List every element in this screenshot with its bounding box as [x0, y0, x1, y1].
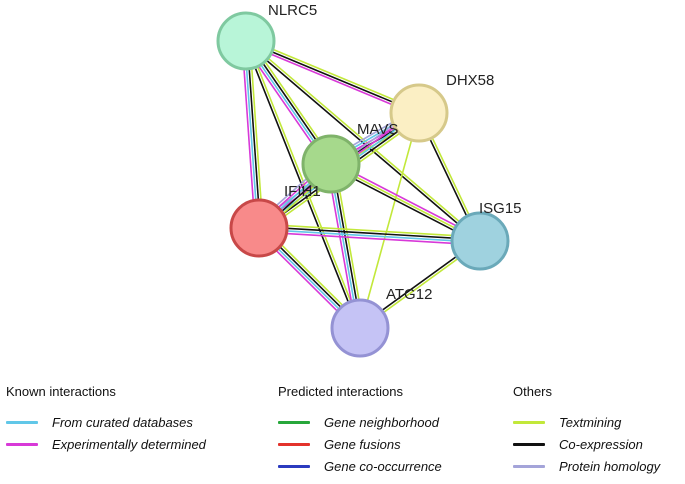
- legend-swatch-curated: [6, 420, 38, 424]
- node-isg15[interactable]: [450, 211, 510, 271]
- legend-label-experimental: Experimentally determined: [52, 436, 206, 452]
- node-label-dhx58: DHX58: [446, 72, 494, 89]
- node-ifih1[interactable]: [229, 198, 289, 258]
- legend-swatch-fusions: [278, 442, 310, 446]
- legend-swatch-experimental: [6, 442, 38, 446]
- legend-item-homology: Protein homology: [513, 455, 660, 477]
- edge-line-experimental: [244, 42, 419, 117]
- legend-label-cooccurrence: Gene co-occurrence: [324, 458, 442, 474]
- legend-swatch-neighborhood: [278, 420, 310, 424]
- edge-line-experimental: [241, 41, 256, 229]
- legend-label-homology: Protein homology: [559, 458, 661, 474]
- edge-line-coexpression: [244, 41, 480, 243]
- edge-nlrc5-dhx58: [244, 37, 421, 117]
- node-layer: [216, 11, 510, 358]
- node-label-isg15: ISG15: [479, 200, 522, 217]
- edge-ifih1-isg15: [258, 223, 481, 246]
- edge-line-textmining: [359, 112, 420, 329]
- legend-label-fusions: Gene fusions: [324, 436, 401, 452]
- node-mavs[interactable]: [301, 134, 361, 194]
- legend-item-textmining: Textmining: [513, 411, 660, 433]
- edge-line-curated: [243, 41, 259, 229]
- edge-line-curated: [258, 228, 480, 244]
- edge-line-textmining: [246, 39, 482, 241]
- legend-heading-known: Known interactions: [6, 384, 116, 399]
- legend-item-curated: From curated databases: [6, 411, 206, 433]
- edge-dhx58-atg12: [359, 112, 420, 329]
- legend-item-experimental: Experimentally determined: [6, 433, 206, 455]
- edge-line-coexpression: [259, 225, 481, 241]
- node-label-mavs: MAVS: [357, 121, 398, 138]
- node-label-nlrc5: NLRC5: [268, 2, 317, 19]
- legend-item-neighborhood: Gene neighborhood: [278, 411, 442, 433]
- node-label-atg12: ATG12: [386, 286, 432, 303]
- legend-swatch-coexpression: [513, 442, 545, 446]
- edge-line-textmining: [246, 37, 421, 112]
- legend-known-interactions: Known interactions From curated database…: [6, 384, 206, 455]
- legend-heading-predicted: Predicted interactions: [278, 384, 404, 399]
- legend-item-fusions: Gene fusions: [278, 433, 442, 455]
- edge-line-experimental: [258, 231, 480, 246]
- node-label-ifih1: IFIH1: [284, 183, 321, 200]
- legend-item-cooccurrence: Gene co-occurrence: [278, 455, 442, 477]
- legend-label-coexpression: Co-expression: [559, 436, 643, 452]
- legend-label-neighborhood: Gene neighborhood: [324, 414, 439, 430]
- legend-predicted-interactions: Predicted interactions Gene neighborhood…: [278, 384, 442, 477]
- edge-line-coexpression: [244, 41, 360, 329]
- node-nlrc5[interactable]: [216, 11, 276, 71]
- legend-item-coexpression: Co-expression: [513, 433, 660, 455]
- legend-others: Others Textmining Co-expression Protein …: [513, 384, 660, 477]
- edge-line-textmining: [249, 40, 264, 228]
- legend-label-textmining: Textmining: [559, 414, 622, 430]
- edge-nlrc5-ifih1: [241, 40, 264, 229]
- edge-line-coexpression: [246, 40, 262, 228]
- node-dhx58[interactable]: [389, 83, 449, 143]
- edge-line-coexpression: [245, 40, 420, 114]
- legend-swatch-homology: [513, 464, 545, 468]
- legend-swatch-textmining: [513, 420, 545, 424]
- legend-heading-others: Others: [513, 384, 553, 399]
- node-atg12[interactable]: [330, 298, 390, 358]
- legend-swatch-cooccurrence: [278, 464, 310, 468]
- legend-label-curated: From curated databases: [52, 414, 193, 430]
- edge-line-textmining: [259, 223, 481, 238]
- edge-nlrc5-isg15: [244, 39, 482, 243]
